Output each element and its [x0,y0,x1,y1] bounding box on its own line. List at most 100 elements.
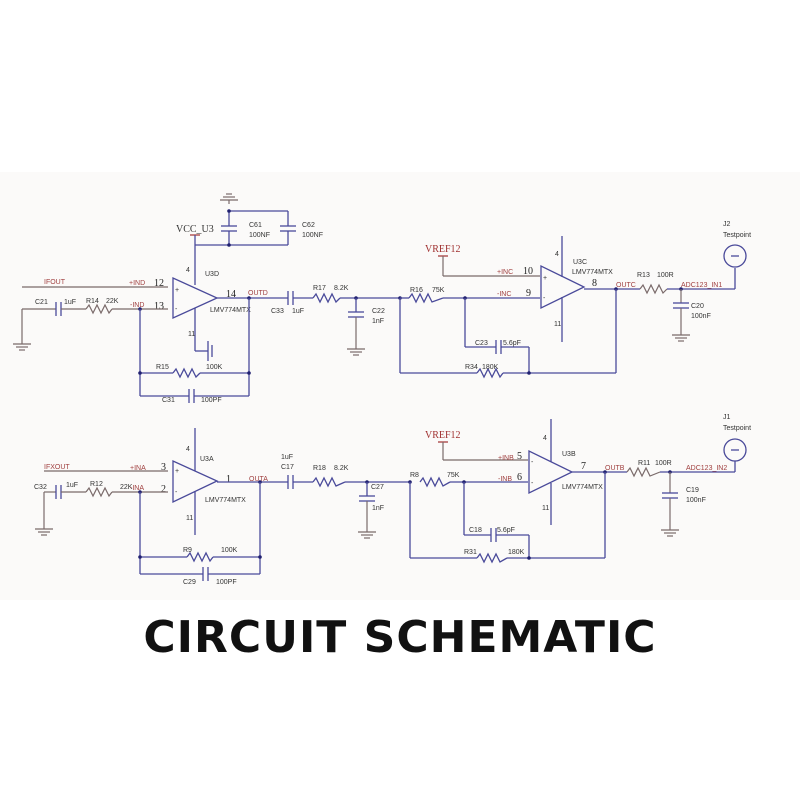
net-adc123-in1: ADC123_IN1 [681,282,722,289]
c19-value: 100nF [686,497,706,504]
ground-symbol [219,193,239,205]
r15-value: 100K [206,364,223,371]
j2-ref: J2 [723,221,731,228]
net-plus-ina: +INA [130,465,146,472]
pin-gnd: 11 [554,321,561,328]
net-minus-inb: -INB [498,476,512,483]
svg-text:+: + [543,275,547,282]
c19-ref: C19 [686,487,699,494]
c32-ref: C32 [34,484,47,491]
ground-symbol [34,524,54,536]
j2-label: Testpoint [723,232,751,239]
net-outb: OUTB [605,465,625,472]
testpoint-j2 [723,244,747,268]
svg-text:-: - [543,295,546,302]
vref12-label: VREF12 [425,244,461,255]
svg-text:+: + [175,468,179,475]
pin-plus: 5 [517,451,522,462]
c18-ref: C18 [469,527,482,534]
u3b-ref: U3B [562,451,576,458]
ground-symbol [660,525,680,537]
r8-ref: R8 [410,472,419,479]
net-minus-ind: -IND [130,302,144,309]
r34-ref: R34 [465,364,478,371]
r14-value: 22K [106,298,119,305]
c31-value: 100PF [201,397,222,404]
testpoint-j1 [723,438,747,462]
r17-value: 8.2K [334,285,349,292]
net-minus-ina: -INA [130,485,144,492]
c61-ref: C61 [249,222,262,229]
pin-gnd: 11 [186,515,193,522]
ground-symbol [12,339,32,351]
ground-symbol [346,344,366,356]
r16-value: 75K [432,287,445,294]
c32-value: 1uF [66,482,78,489]
pin-out: 8 [592,278,597,289]
r16-ref: R16 [410,287,423,294]
r9-ref: R9 [183,547,192,554]
ground-symbol [357,527,377,539]
net-outa: OUTA [249,476,268,483]
c23-ref: C23 [475,340,488,347]
stage-c-amplifier: R16 75K VREF12 +INC -INC 10 9 +- 4 11 U3… [398,221,751,379]
net-outd: OUTD [248,290,268,297]
c33-ref: C33 [271,308,284,315]
net-outc: OUTC [616,282,636,289]
u3c-ref: U3C [573,259,587,266]
u3d-part: LMV774MTX [210,307,251,314]
c22-ref: C22 [372,308,385,315]
pin-out: 14 [226,289,236,300]
pin-minus: 2 [161,484,166,495]
pin-out: 1 [226,474,231,485]
u3a-ref: U3A [200,456,214,463]
c21-ref: C21 [35,299,48,306]
r12-value: 22K [120,484,133,491]
u3c-part: LMV774MTX [572,269,613,276]
net-plus-inc: +INC [497,269,513,276]
stage-a-amplifier: +- 4 11 U3A LMV774MTX IFXOUT +INA 3 2 1 … [34,428,288,586]
pin-vcc: 4 [186,446,190,453]
c33-value: 1uF [292,308,304,315]
net-ifxout: IFXOUT [44,464,70,471]
u3b-part: LMV774MTX [562,484,603,491]
r9-value: 100K [221,547,238,554]
page-title: CIRCUIT SCHEMATIC [143,612,657,663]
u3a-part: LMV774MTX [205,497,246,504]
c20-ref: C20 [691,303,704,310]
r34-value: 180K [482,364,499,371]
stage-d-amplifier: VCC_U3 C61 100NF C62 100NF 4 11 +- U3D L… [12,193,323,404]
pin-plus: 3 [161,462,166,473]
c27-ref: C27 [371,484,384,491]
r11-value: 100R [655,460,672,467]
c23-value: 5.6pF [503,340,521,347]
r8-value: 75K [447,472,460,479]
pin-vcc: 4 [555,251,559,258]
net-ifout: IFOUT [44,279,66,286]
c62-value: 100NF [302,232,323,239]
j1-ref: J1 [723,414,731,421]
c21-value: 1uF [64,299,76,306]
r17-ref: R17 [313,285,326,292]
pin-minus: 13 [154,301,164,312]
pin-vcc: 4 [543,435,547,442]
pin-minus: 6 [517,472,522,483]
r14-ref: R14 [86,298,99,305]
filter-1: C33 1uF R17 8.2K C22 1nF [271,285,400,356]
c61-value: 100NF [249,232,270,239]
r13-ref: R13 [637,272,650,279]
net-adc123-in2: ADC123_IN2 [686,465,727,472]
r18-ref: R18 [313,465,326,472]
r13-value: 100R [657,272,674,279]
c20-value: 100nF [691,313,711,320]
schematic-panel [0,172,800,600]
r31-ref: R31 [464,549,477,556]
j1-label: Testpoint [723,425,751,432]
r31-value: 180K [508,549,525,556]
vcc-label: VCC_U3 [176,224,214,235]
c29-value: 100PF [216,579,237,586]
net-plus-ind: +IND [129,280,145,287]
c62-ref: C62 [302,222,315,229]
svg-text:-: - [531,480,534,487]
